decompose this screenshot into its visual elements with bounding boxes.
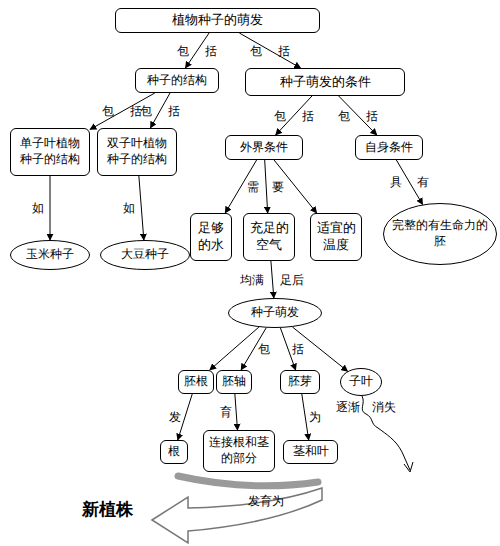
- result-box: 根: [160, 440, 188, 464]
- ellipse-shape: [229, 299, 322, 328]
- root-box: 植物种子的萌发: [115, 8, 320, 33]
- example-ellipse: 大豆种子: [100, 240, 190, 270]
- condition-item-box: 足够的水: [190, 213, 232, 261]
- edge-label: 包 括: [338, 107, 378, 124]
- connector-arrow: [139, 176, 144, 240]
- node-text: 大豆种子: [121, 247, 169, 263]
- structure-box: 单子叶植物种子的结构: [10, 128, 90, 176]
- edge-label: 如: [32, 200, 44, 217]
- condition-ellipse: 完整的有生命力的胚: [383, 203, 497, 265]
- part-box: 胚芽: [280, 370, 320, 394]
- node-text: 根: [168, 444, 180, 460]
- connector-arrow: [235, 394, 238, 430]
- condition-item-box: 适宜的温度: [310, 213, 362, 261]
- ellipse-shape: [341, 369, 382, 396]
- growth-arrow: [152, 488, 322, 543]
- ellipse-shape: [101, 241, 190, 270]
- node-text: 完整的有生命力的胚: [387, 218, 493, 249]
- node-text: 种子萌发: [251, 305, 299, 321]
- node-text: 胚芽: [288, 374, 312, 390]
- arrow-label: 发育为: [248, 493, 284, 510]
- connector-arrow: [339, 96, 377, 135]
- connector-arrow: [239, 33, 300, 68]
- condition-box: 外界条件: [225, 135, 303, 160]
- edge-label: 为: [309, 409, 321, 426]
- edge-label: 包: [258, 340, 270, 357]
- ellipse-shape: [384, 204, 497, 265]
- node-text: 充足的空气: [248, 220, 290, 254]
- node-text: 茎和叶: [293, 444, 329, 460]
- structure-box: 双子叶植物种子的结构: [97, 128, 177, 176]
- condition-box: 自身条件: [355, 135, 423, 160]
- node-text: 胚轴: [222, 374, 246, 390]
- result-label: 新植株: [82, 498, 133, 521]
- edge-label: 发: [169, 409, 181, 426]
- connector-arrow: [50, 176, 51, 240]
- node-text: 足够的水: [195, 220, 227, 254]
- ellipse-shape: [11, 241, 90, 270]
- node-text: 玉米种子: [26, 247, 74, 263]
- result-box: 茎和叶: [283, 440, 338, 464]
- part-ellipse: 子叶: [340, 368, 382, 396]
- node-text: 子叶: [349, 374, 373, 390]
- edge-label: 包 括: [102, 103, 142, 120]
- category-box: 种子萌发的条件: [245, 68, 405, 96]
- connector-arrow: [210, 327, 259, 370]
- edge-label: 包 括: [177, 42, 217, 59]
- connector-arrow: [302, 394, 309, 440]
- edge-label: 包 括: [250, 42, 290, 59]
- fading-arrow-head: [404, 462, 413, 472]
- node-text: 种子的结构: [147, 73, 207, 89]
- part-box: 胚根: [178, 370, 214, 394]
- edge-label: 如: [123, 200, 135, 217]
- edge-label: 需: [247, 178, 259, 195]
- node-text: 植物种子的萌发: [172, 12, 263, 29]
- node-text: 适宜的温度: [315, 220, 357, 254]
- example-ellipse: 玉米种子: [10, 240, 90, 270]
- edge-label: 括: [292, 340, 304, 357]
- node-text: 外界条件: [240, 140, 288, 156]
- category-box: 种子的结构: [135, 68, 219, 93]
- edge-label: 包 括: [274, 107, 314, 124]
- edge-label: 均满 足后: [240, 271, 304, 288]
- result-box: 连接根和茎的部分: [203, 430, 275, 472]
- condition-item-box: 充足的空气: [243, 213, 295, 261]
- part-box: 胚轴: [216, 370, 252, 394]
- edge-label: 育: [220, 404, 232, 421]
- connector-arrow: [265, 160, 268, 213]
- edge-label: 具 有: [390, 174, 430, 191]
- growth-band: [178, 476, 318, 486]
- edge-label: 包 括: [140, 102, 180, 119]
- note-text: 逐渐 消失: [336, 399, 396, 416]
- node-text: 自身条件: [365, 140, 413, 156]
- node-text: 胚根: [184, 374, 208, 390]
- node-text: 种子萌发的条件: [280, 74, 371, 91]
- node-text: 双子叶植物种子的结构: [102, 136, 172, 167]
- node-text: 单子叶植物种子的结构: [15, 136, 85, 167]
- edge-label: 要: [272, 178, 284, 195]
- node-text: 连接根和茎的部分: [208, 435, 270, 466]
- germination-ellipse: 种子萌发: [228, 298, 322, 328]
- connector-arrow: [292, 327, 347, 371]
